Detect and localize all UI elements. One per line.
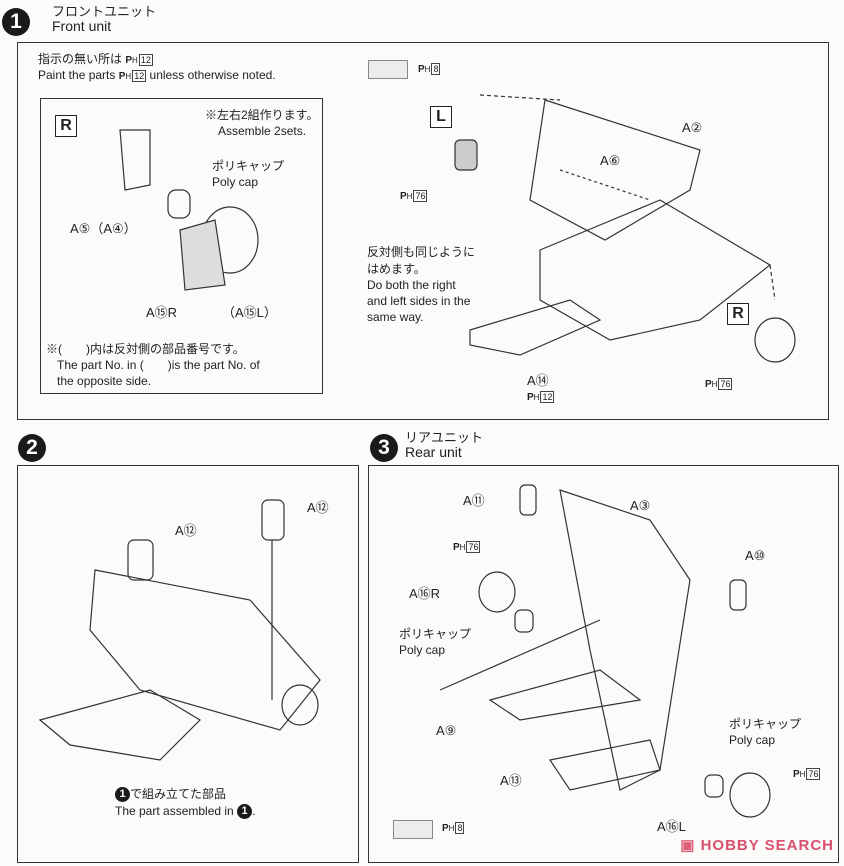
polycap-label-en: Poly cap: [212, 175, 259, 189]
part-a14: A⑭: [527, 373, 549, 388]
polycap-2-en: Poly cap: [729, 733, 776, 747]
step2-chassis-drawing: [38, 499, 321, 761]
footnote-en-1: The part No. in ( )is the part No. of: [57, 358, 260, 372]
inset-panel-r: [40, 98, 323, 394]
step-1-panel: [17, 42, 829, 420]
step-1-title-en: Front unit: [52, 18, 112, 34]
footnote-en-2: the opposite side.: [57, 374, 152, 388]
part-a11: A⑪: [463, 493, 485, 508]
step-1-badge: 1: [2, 8, 30, 36]
front-hub-inset-drawing: [119, 129, 259, 291]
part-a10: A⑩: [745, 548, 766, 563]
part-a2: A②: [682, 120, 703, 135]
step-3-title-jp: リアユニット: [405, 430, 484, 445]
step-3-title-en: Rear unit: [405, 444, 462, 460]
part-a12-right: A⑫: [307, 500, 329, 515]
assemble-note-jp: ※左右2組作ります。: [205, 108, 319, 122]
same-note-en-2: and left sides in the: [367, 294, 471, 308]
part-a16r: A⑯R: [409, 586, 441, 601]
polycap-1-jp: ポリキャップ: [399, 627, 472, 641]
part-a13: A⑬: [500, 773, 522, 788]
part-a16l: A⑯L: [657, 819, 686, 834]
side-r-label: R: [55, 115, 77, 137]
polycap-label-jp: ポリキャップ: [212, 159, 285, 173]
part-a9: A⑨: [436, 723, 457, 738]
step-2-badge: 2: [18, 434, 46, 462]
step-3-panel: [368, 465, 839, 863]
part-a12-left: A⑫: [175, 523, 197, 538]
part-a15l: （A⑮L）: [222, 305, 277, 320]
color-swatch: [368, 60, 408, 79]
step-2-panel: [17, 465, 359, 863]
rear-unit-drawing: [439, 484, 771, 818]
part-a15r: A⑮R: [146, 305, 178, 320]
part-a3: A③: [630, 498, 651, 513]
same-note-jp-1: 反対側も同じように: [367, 245, 476, 259]
same-note-jp-2: はめます。: [367, 262, 426, 276]
side-l-label: L: [430, 106, 452, 128]
same-note-en-3: same way.: [367, 310, 424, 324]
part-a6: A⑥: [600, 153, 621, 168]
watermark-logo: ▣ HOBBY SEARCH: [680, 837, 834, 854]
assemble-note-en: Assemble 2sets.: [218, 124, 307, 138]
polycap-1-en: Poly cap: [399, 643, 446, 657]
step-3-badge: 3: [370, 434, 398, 462]
footnote-jp: ※( )内は反対側の部品番号です。: [46, 342, 245, 356]
polycap-2-jp: ポリキャップ: [729, 717, 802, 731]
part-a5: A⑤（A④）: [70, 221, 137, 236]
color-swatch-rear: [393, 820, 433, 839]
same-note-en-1: Do both the right: [367, 278, 456, 292]
front-unit-chassis-drawing: [454, 94, 796, 363]
side-r-label-main: R: [727, 303, 749, 325]
step-ref-en: The part assembled in 1.: [115, 804, 256, 820]
step-1-title-jp: フロントユニット: [52, 4, 157, 19]
